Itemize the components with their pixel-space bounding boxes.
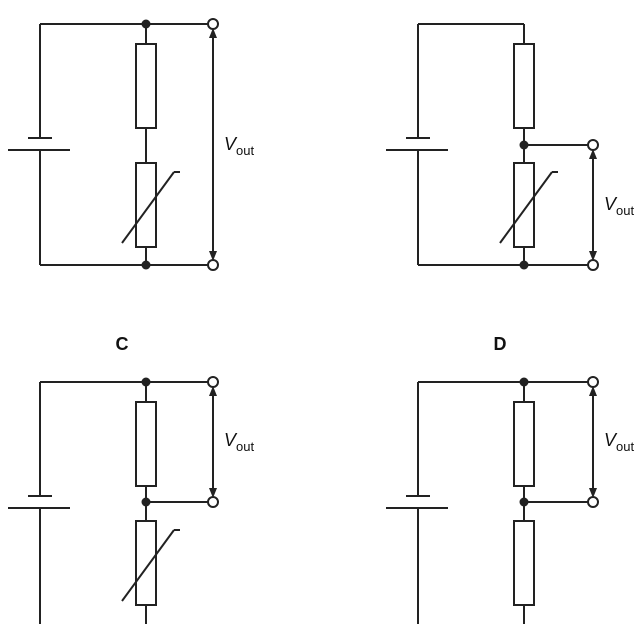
thermistor xyxy=(135,520,157,606)
vout-label: Vout xyxy=(224,430,254,454)
fixed-resistor xyxy=(135,43,157,129)
fixed-resistor-lower xyxy=(513,520,535,606)
output-terminal xyxy=(207,376,219,388)
junction-dot xyxy=(141,260,151,270)
vout-label: Vout xyxy=(604,430,634,454)
output-terminal xyxy=(207,259,219,271)
output-terminal xyxy=(587,259,599,271)
thermistor-slash xyxy=(121,529,175,602)
circuit-b: Vout xyxy=(386,23,634,271)
junction-dot xyxy=(519,377,529,387)
circuit-a: Vout xyxy=(8,18,254,271)
output-terminal xyxy=(587,496,599,508)
junction-dot xyxy=(141,497,151,507)
junction-dot xyxy=(141,377,151,387)
vout-label: Vout xyxy=(224,134,254,158)
thermistor-slash xyxy=(499,171,553,244)
vout-label: Vout xyxy=(604,194,634,218)
output-terminal xyxy=(587,139,599,151)
junction-dot xyxy=(519,260,529,270)
junction-dot xyxy=(519,497,529,507)
output-terminal xyxy=(587,376,599,388)
circuit-d: Vout xyxy=(386,376,634,624)
junction-dot xyxy=(141,19,151,29)
output-terminal xyxy=(207,18,219,30)
thermistor xyxy=(513,162,535,248)
circuit-c: Vout xyxy=(8,376,254,624)
fixed-resistor xyxy=(513,43,535,129)
thermistor-slash xyxy=(121,171,175,244)
fixed-resistor xyxy=(513,401,535,487)
label-d: D xyxy=(494,334,507,354)
fixed-resistor xyxy=(135,401,157,487)
thermistor xyxy=(135,162,157,248)
junction-dot xyxy=(519,140,529,150)
output-terminal xyxy=(207,496,219,508)
label-c: C xyxy=(116,334,129,354)
